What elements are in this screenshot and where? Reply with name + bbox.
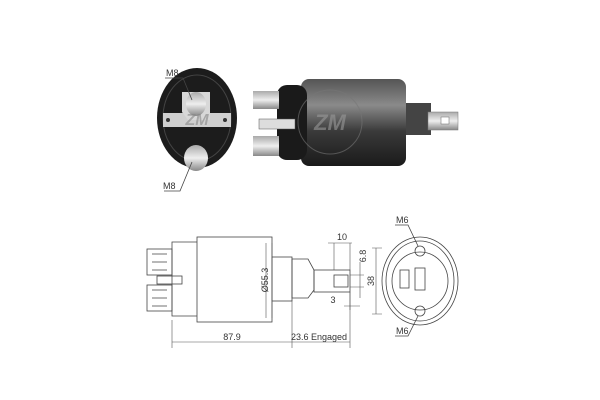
mount-hole-bottom bbox=[414, 305, 426, 317]
mount-hole-top bbox=[414, 245, 426, 257]
engaged-label: 23.6 Engaged bbox=[291, 332, 347, 342]
side-view-drawing: Ø55.3 87.9 23.6 Engaged 10 6.8 3 38 bbox=[146, 232, 382, 348]
end-view-drawing: M6 M6 bbox=[381, 215, 459, 337]
end-view-photo: ZM M8 M8 bbox=[157, 68, 237, 192]
terminal-bottom-label: M8 bbox=[163, 181, 176, 191]
svg-text:ZM: ZM bbox=[313, 110, 346, 135]
drawing-top-terminal bbox=[146, 248, 173, 276]
drawing-tab bbox=[313, 269, 351, 293]
solenoid-body bbox=[301, 79, 406, 166]
diameter-label: Ø55.3 bbox=[260, 268, 270, 293]
plunger-shaft bbox=[403, 103, 431, 135]
mount-bottom-label: M6 bbox=[396, 326, 409, 336]
terminal-top-label: M8 bbox=[166, 68, 179, 78]
terminal-bottom-stud bbox=[184, 145, 208, 171]
top-terminal-nut bbox=[253, 91, 279, 109]
mount-spacing-label: 38 bbox=[366, 276, 376, 286]
drawing-bottom-terminal bbox=[146, 284, 173, 312]
bottom-terminal-nut bbox=[253, 136, 279, 156]
spade-terminal bbox=[258, 118, 296, 130]
side-view-photo: ZM bbox=[253, 79, 459, 166]
slot-width-label: 6.8 bbox=[358, 250, 368, 263]
length-label: 87.9 bbox=[223, 332, 241, 342]
slot-offset-label: 10 bbox=[337, 232, 347, 242]
watermark-logo: ZM bbox=[184, 112, 209, 129]
tab-thickness-label: 3 bbox=[330, 295, 335, 305]
mount-top-label: M6 bbox=[396, 215, 409, 225]
